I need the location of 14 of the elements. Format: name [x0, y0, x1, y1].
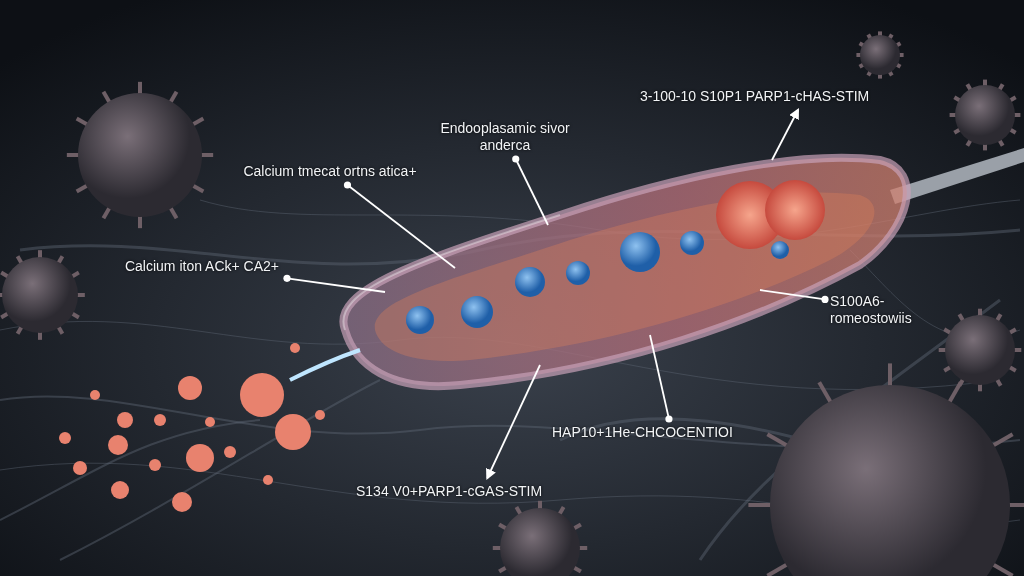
callout-label: 3-100-10 S10P1 PARP1-cHAS-STIM [640, 88, 871, 105]
callout-label: S134 V0+PARP1-cGAS-STIM [356, 483, 544, 500]
arrow [771, 108, 799, 161]
leader-line [759, 289, 829, 304]
leader-line [512, 155, 549, 226]
callout-label: Calcium iton ACk+ CA2+ [123, 258, 281, 275]
callout-label: HAP10+1He-CHCOCENTIOI [552, 424, 734, 441]
leader-line [343, 181, 456, 269]
arrow [486, 364, 541, 480]
callout-label: Calcium tmecat ortns atica+ [242, 163, 418, 180]
leader-line [283, 274, 386, 293]
callout-label: Endooplasamic sivor anderca [439, 120, 571, 154]
callout-label: S100A6- romeostowiis [830, 293, 913, 327]
leader-line [649, 334, 673, 423]
